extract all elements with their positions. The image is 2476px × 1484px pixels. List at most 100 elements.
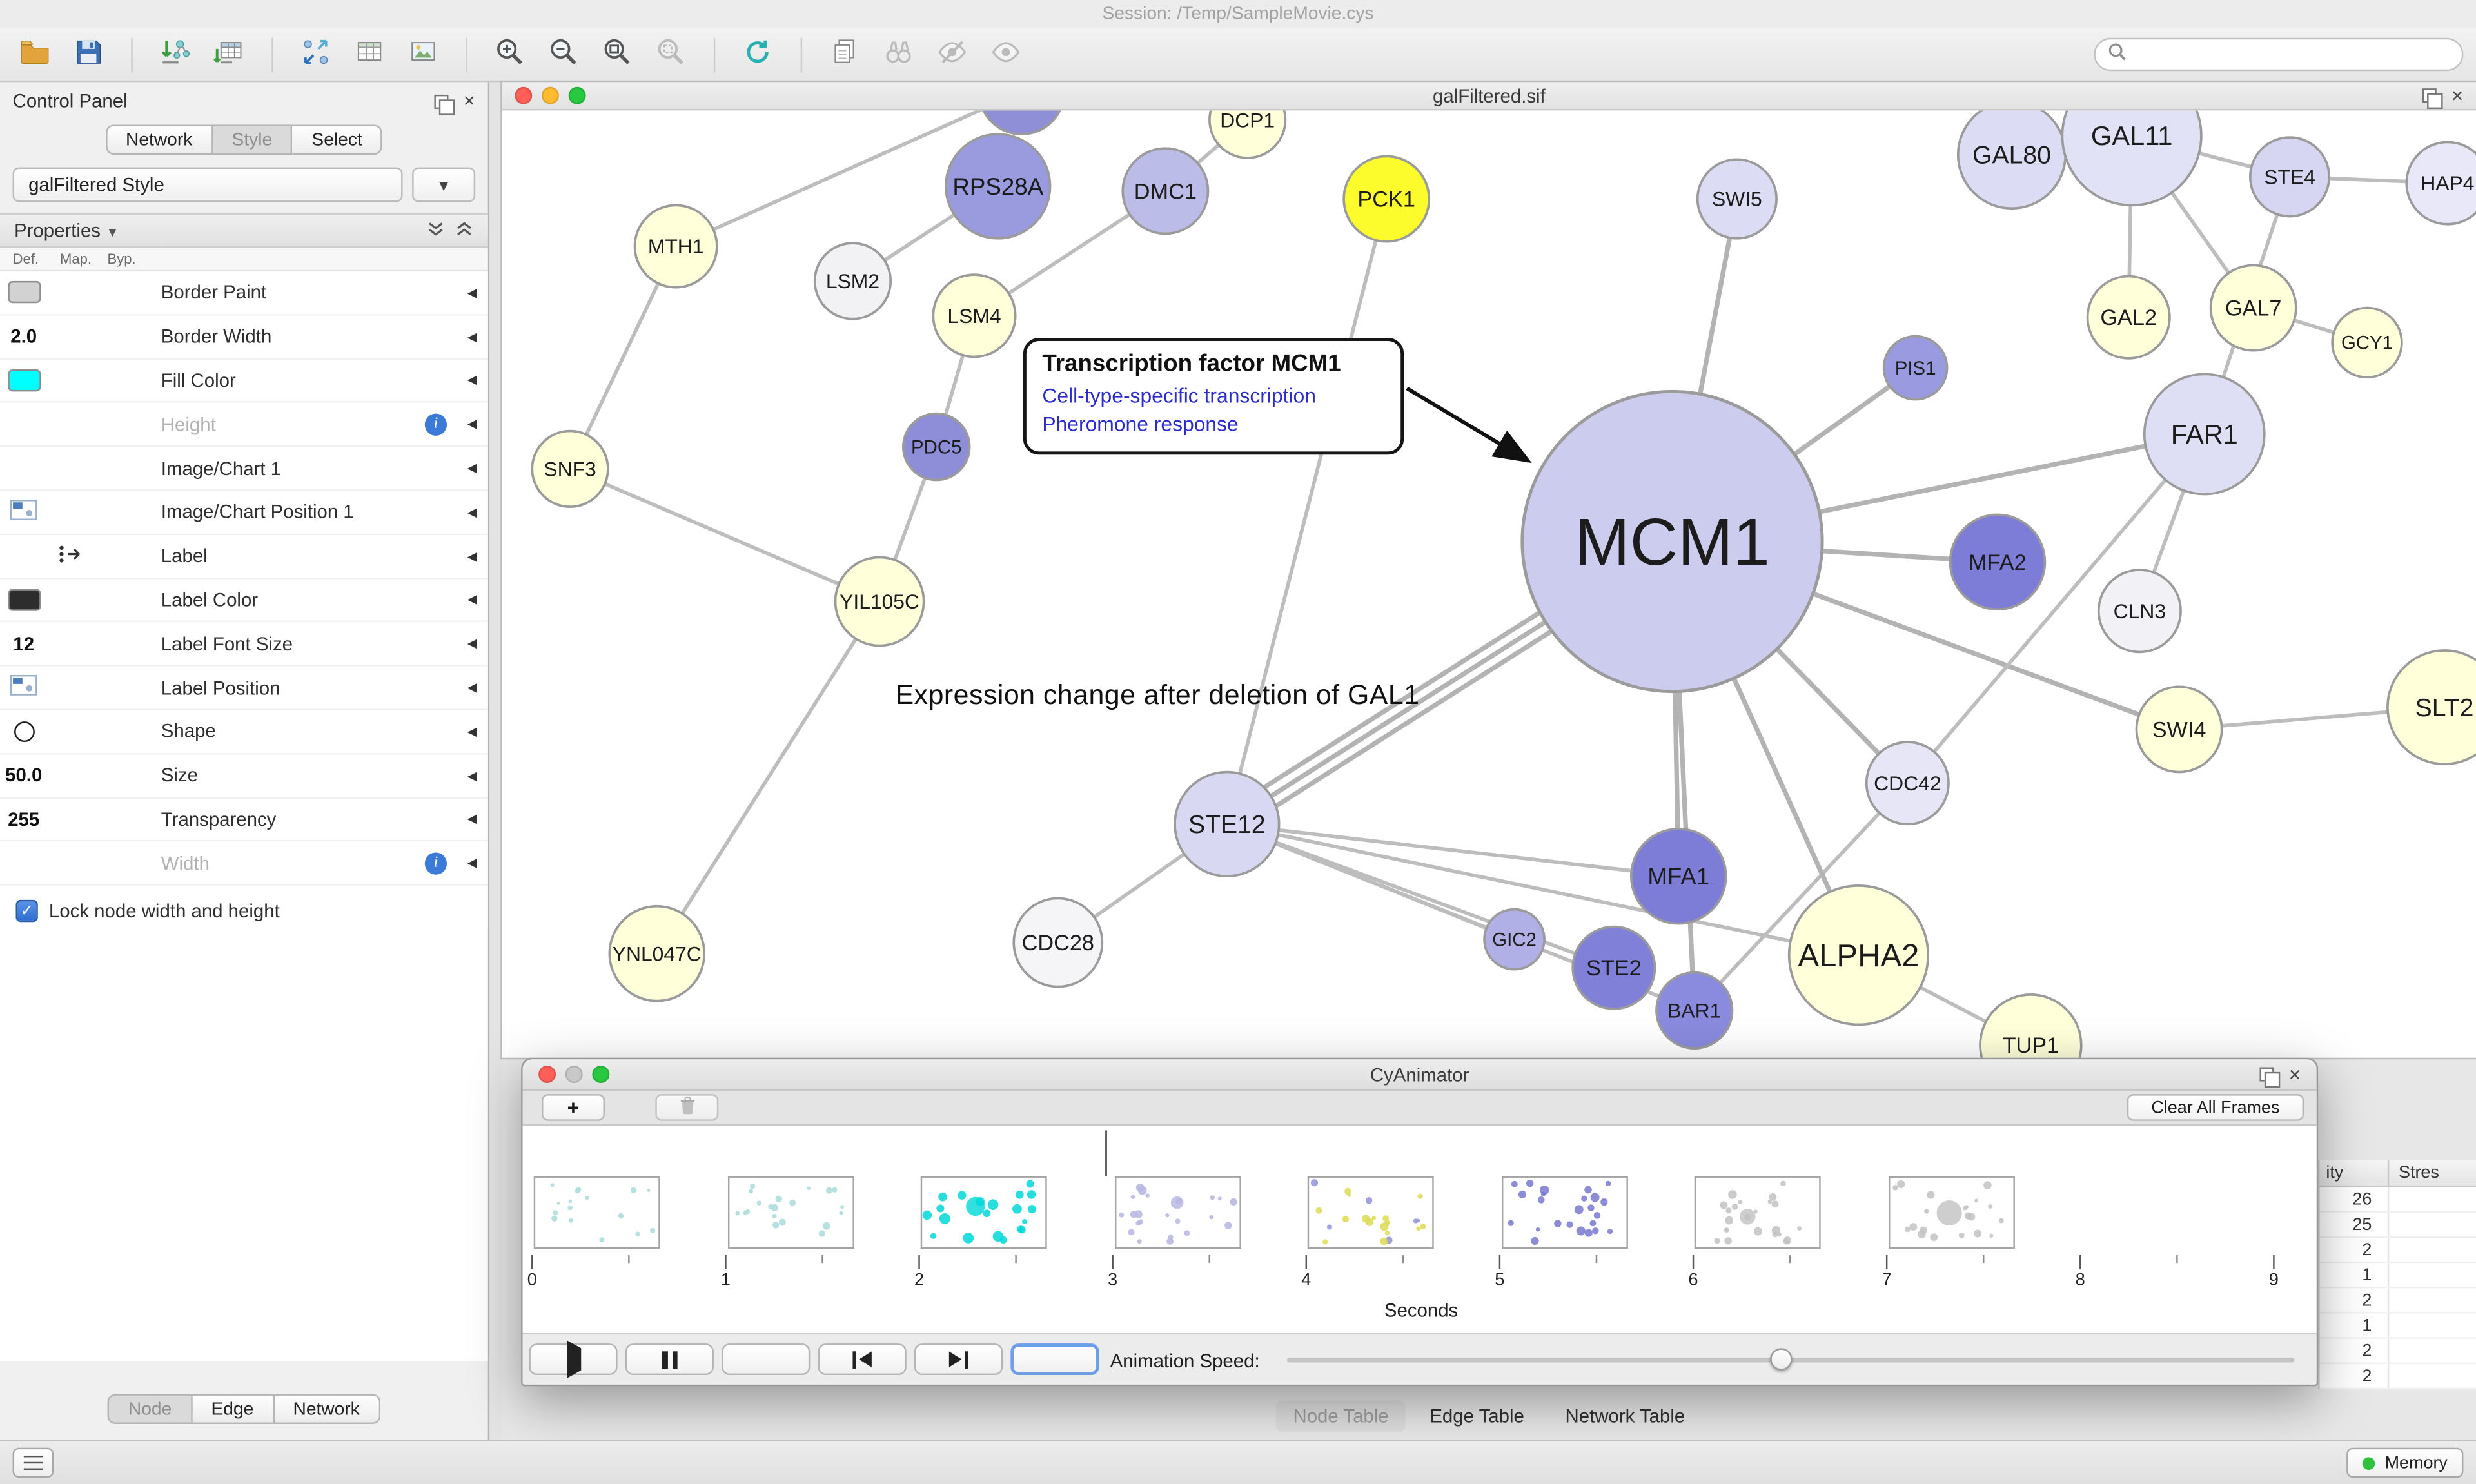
expand-arrow-icon[interactable] bbox=[457, 373, 488, 387]
property-row-label-position[interactable]: Label Position bbox=[0, 666, 488, 710]
default-value-cell[interactable] bbox=[0, 589, 47, 611]
expand-arrow-icon[interactable] bbox=[457, 505, 488, 519]
frame-thumbnail-4[interactable] bbox=[1308, 1176, 1435, 1249]
network-node-swi5[interactable] bbox=[1696, 158, 1778, 240]
close-window-icon[interactable] bbox=[538, 1066, 556, 1083]
color-swatch[interactable] bbox=[7, 589, 41, 611]
table-row[interactable]: 1 bbox=[2319, 1313, 2476, 1339]
network-node-lsm4[interactable] bbox=[932, 273, 1017, 358]
annotation-link[interactable]: Cell-type-specific transcription bbox=[1042, 384, 1316, 407]
open-session-button[interactable] bbox=[13, 34, 57, 75]
network-node-mcm1[interactable] bbox=[1520, 389, 1824, 694]
style-tab-node[interactable]: Node bbox=[108, 1394, 193, 1424]
network-node-cdc28[interactable] bbox=[1012, 897, 1104, 988]
import-table-button[interactable] bbox=[207, 34, 251, 75]
network-node-pis1[interactable] bbox=[1882, 335, 1949, 401]
network-node-yil105c[interactable] bbox=[834, 556, 925, 647]
network-node-ynl047c[interactable] bbox=[608, 904, 706, 1002]
memory-button[interactable]: Memory bbox=[2346, 1447, 2464, 1478]
network-edge[interactable] bbox=[675, 110, 1021, 248]
maximize-window-icon[interactable] bbox=[592, 1066, 610, 1083]
collapse-all-icon[interactable] bbox=[426, 219, 445, 242]
network-node-cln3[interactable] bbox=[2097, 569, 2182, 654]
minimize-window-icon[interactable] bbox=[565, 1066, 583, 1083]
network-node-slt2[interactable] bbox=[2386, 649, 2476, 766]
tab-edge-table[interactable]: Edge Table bbox=[1430, 1405, 1524, 1427]
default-value-cell[interactable]: 255 bbox=[0, 808, 47, 830]
tab-style[interactable]: Style bbox=[213, 124, 293, 155]
expand-arrow-icon[interactable] bbox=[457, 549, 488, 563]
new-table-button[interactable] bbox=[348, 34, 392, 75]
refresh-layout-button[interactable] bbox=[736, 34, 780, 75]
expand-arrow-icon[interactable] bbox=[457, 681, 488, 695]
frame-thumbnail-5[interactable] bbox=[1501, 1176, 1628, 1249]
network-arrows-button[interactable] bbox=[294, 34, 339, 75]
frame-thumbnail-6[interactable] bbox=[1695, 1176, 1822, 1249]
default-value-cell[interactable] bbox=[0, 281, 47, 304]
close-icon[interactable] bbox=[2289, 1066, 2301, 1082]
next-button[interactable] bbox=[914, 1343, 1003, 1376]
network-edge[interactable] bbox=[655, 600, 881, 955]
annotation-link[interactable]: Pheromone response bbox=[1042, 412, 1239, 436]
property-row-height[interactable]: Height bbox=[0, 403, 488, 447]
property-row-image-chart-1[interactable]: Image/Chart 1 bbox=[0, 447, 488, 491]
minimize-window-icon[interactable] bbox=[541, 86, 559, 104]
zoom-fit-button[interactable] bbox=[595, 34, 640, 75]
frame-thumbnail-2[interactable] bbox=[920, 1176, 1047, 1249]
expand-arrow-icon[interactable] bbox=[457, 768, 488, 783]
expand-arrow-icon[interactable] bbox=[457, 637, 488, 651]
save-session-button[interactable] bbox=[66, 34, 111, 75]
expand-arrow-icon[interactable] bbox=[457, 461, 488, 475]
timeline-playhead[interactable] bbox=[1105, 1130, 1108, 1176]
expand-arrow-icon[interactable] bbox=[457, 725, 488, 739]
mapping-cell[interactable] bbox=[47, 543, 94, 570]
network-node-pck1[interactable] bbox=[1342, 155, 1431, 243]
tab-network-table[interactable]: Network Table bbox=[1565, 1405, 1685, 1427]
frame-thumbnail-7[interactable] bbox=[1888, 1176, 2015, 1249]
default-value-cell[interactable] bbox=[0, 499, 47, 526]
expand-arrow-icon[interactable] bbox=[457, 812, 488, 826]
network-node-far1[interactable] bbox=[2143, 373, 2266, 496]
color-swatch[interactable] bbox=[7, 369, 41, 392]
tab-node-table[interactable]: Node Table bbox=[1275, 1400, 1406, 1432]
network-edge[interactable] bbox=[1225, 198, 1388, 825]
tab-network[interactable]: Network bbox=[105, 124, 213, 155]
style-tab-network[interactable]: Network bbox=[274, 1394, 380, 1424]
network-node-lsm2[interactable] bbox=[813, 242, 892, 320]
table-column-header[interactable]: Stres bbox=[2398, 1163, 2439, 1183]
network-node-bar1[interactable] bbox=[1655, 971, 1734, 1050]
expand-arrow-icon[interactable] bbox=[457, 329, 488, 344]
search-box[interactable] bbox=[2094, 37, 2464, 72]
network-node-pdc5[interactable] bbox=[901, 412, 971, 482]
network-node-alpha2[interactable] bbox=[1787, 884, 1930, 1026]
default-value-cell[interactable] bbox=[0, 674, 47, 701]
table-row[interactable]: 26 bbox=[2319, 1187, 2476, 1213]
prev-button[interactable] bbox=[818, 1343, 907, 1376]
table-row[interactable]: 2 bbox=[2319, 1237, 2476, 1264]
property-row-image-chart-position-1[interactable]: Image/Chart Position 1 bbox=[0, 491, 488, 535]
export-image-button[interactable] bbox=[401, 34, 446, 75]
default-value-cell[interactable]: 12 bbox=[0, 632, 47, 654]
network-node-cdc42[interactable] bbox=[1865, 741, 1950, 826]
expand-all-icon[interactable] bbox=[455, 219, 473, 242]
clear-all-frames-button[interactable]: Clear All Frames bbox=[2127, 1094, 2304, 1121]
network-edge[interactable] bbox=[569, 467, 881, 603]
table-row[interactable]: 2 bbox=[2319, 1338, 2476, 1364]
expand-arrow-icon[interactable] bbox=[457, 593, 488, 607]
network-node-gcy1[interactable] bbox=[2331, 306, 2403, 379]
slider-thumb[interactable] bbox=[1769, 1348, 1792, 1371]
network-edge[interactable] bbox=[1226, 822, 1679, 878]
zoom-out-button[interactable] bbox=[542, 34, 586, 75]
table-row[interactable]: 2 bbox=[2319, 1288, 2476, 1314]
style-tab-edge[interactable]: Edge bbox=[192, 1394, 275, 1424]
network-node-tup1[interactable] bbox=[1979, 993, 2083, 1058]
default-value-cell[interactable]: 2.0 bbox=[0, 326, 47, 347]
network-node-gal2[interactable] bbox=[2086, 275, 2171, 360]
float-window-icon[interactable] bbox=[435, 93, 456, 115]
property-row-label-color[interactable]: Label Color bbox=[0, 578, 488, 623]
expand-arrow-icon[interactable] bbox=[457, 856, 488, 870]
